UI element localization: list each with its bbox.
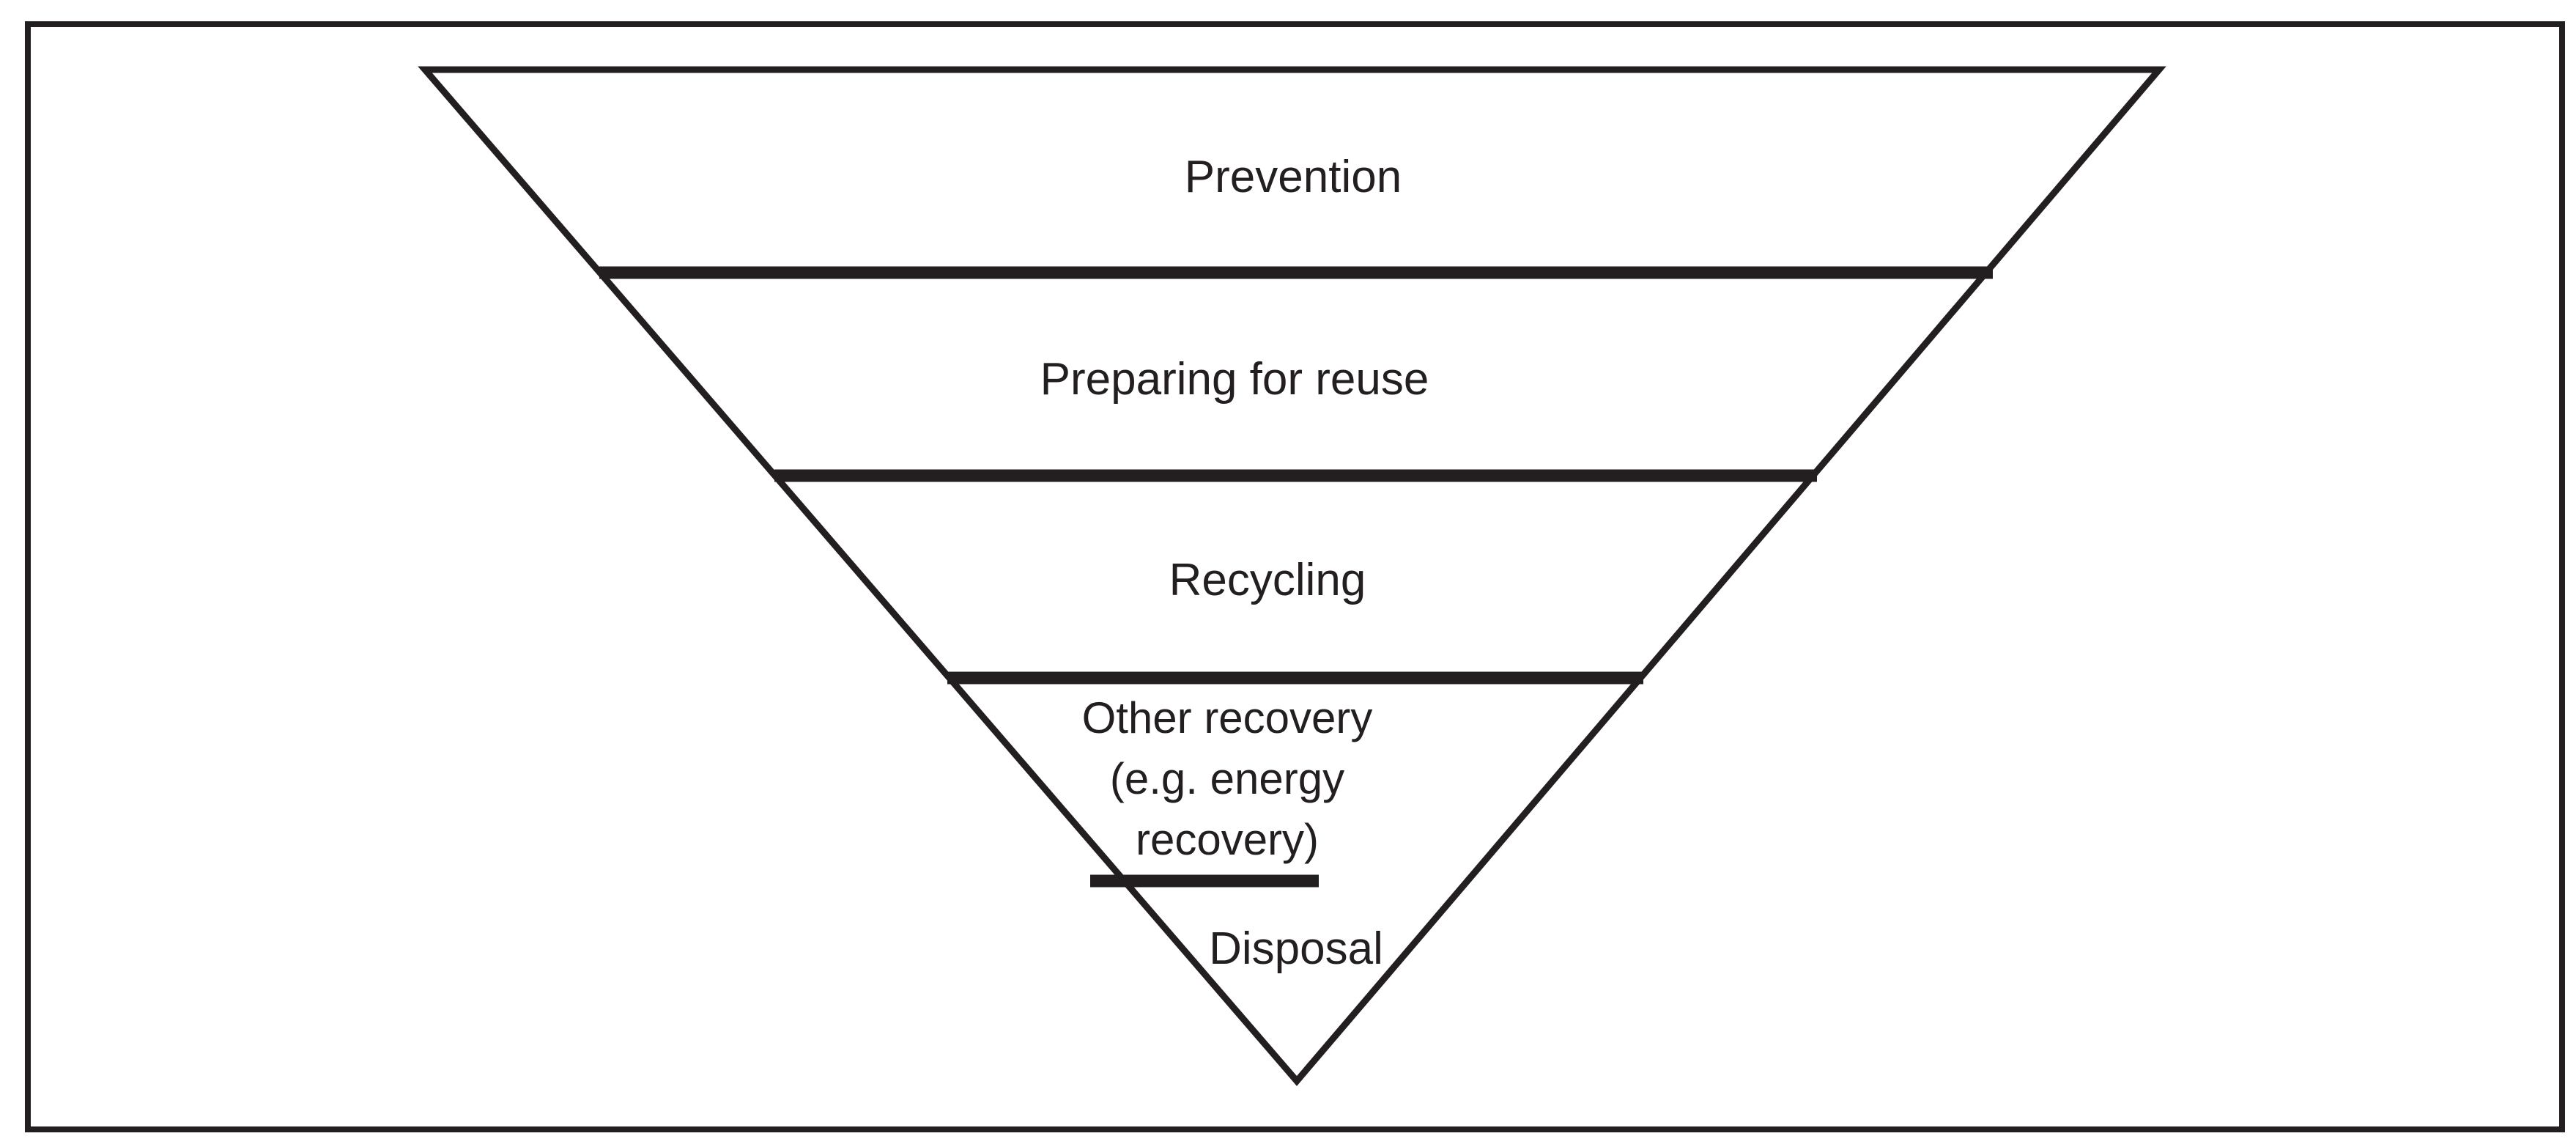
tier-label-other-recovery-line-1: Other recovery (1082, 693, 1373, 742)
tier-label-recycling: Recycling (1169, 555, 1366, 605)
tier-label-other-recovery-line-3: recovery) (1136, 815, 1319, 864)
tier-label-preparing-for-reuse: Preparing for reuse (1040, 354, 1429, 405)
tier-label-other-recovery-line-2: (e.g. energy (1110, 754, 1344, 803)
tier-label-prevention: Prevention (1185, 152, 1402, 202)
figure-border (25, 21, 2565, 1132)
inverted-triangle-outline (418, 66, 2166, 1086)
tier-label-disposal: Disposal (1209, 923, 1383, 974)
